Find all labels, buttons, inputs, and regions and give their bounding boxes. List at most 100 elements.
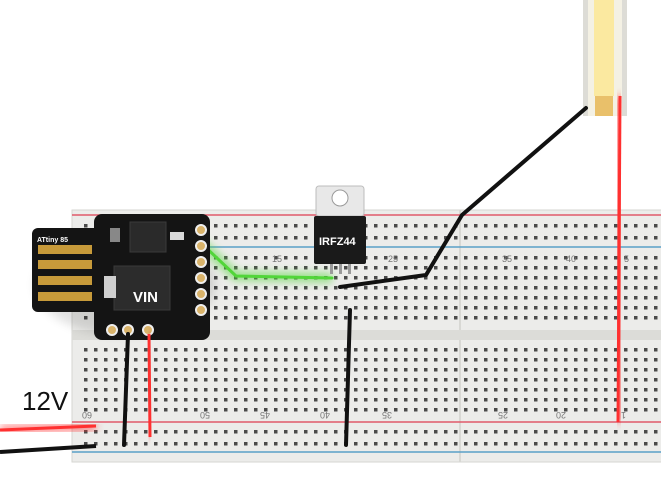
breadboard-hole xyxy=(544,408,548,412)
breadboard-hole xyxy=(644,224,648,228)
breadboard-hole xyxy=(534,348,538,352)
breadboard-hole xyxy=(304,378,308,382)
breadboard-hole xyxy=(454,316,458,320)
breadboard-hole xyxy=(474,266,478,270)
breadboard-hole xyxy=(634,408,638,412)
breadboard-hole xyxy=(394,266,398,270)
breadboard-hole xyxy=(104,358,108,362)
breadboard-hole xyxy=(554,442,558,446)
breadboard-hole xyxy=(84,358,88,362)
breadboard-hole xyxy=(634,398,638,402)
breadboard-hole xyxy=(264,236,268,240)
breadboard-hole xyxy=(314,316,318,320)
breadboard-hole xyxy=(154,398,158,402)
breadboard-hole xyxy=(224,358,228,362)
breadboard-hole xyxy=(594,256,598,260)
breadboard-hole xyxy=(304,256,308,260)
breadboard-hole xyxy=(244,236,248,240)
breadboard-hole xyxy=(224,442,228,446)
breadboard-hole xyxy=(244,430,248,434)
breadboard-hole xyxy=(644,430,648,434)
breadboard-hole xyxy=(534,286,538,290)
breadboard-hole xyxy=(434,306,438,310)
breadboard-hole xyxy=(94,368,98,372)
breadboard-hole xyxy=(104,430,108,434)
breadboard-hole xyxy=(324,316,328,320)
column-number: 40 xyxy=(320,410,330,420)
breadboard-hole xyxy=(154,368,158,372)
breadboard-hole xyxy=(594,306,598,310)
breadboard-hole xyxy=(324,388,328,392)
breadboard-hole xyxy=(484,408,488,412)
breadboard-hole xyxy=(364,286,368,290)
breadboard-hole xyxy=(494,224,498,228)
breadboard-hole xyxy=(254,378,258,382)
column-number: 45 xyxy=(260,410,270,420)
breadboard-hole xyxy=(374,358,378,362)
breadboard-hole xyxy=(594,442,598,446)
breadboard-hole xyxy=(134,368,138,372)
breadboard-hole xyxy=(304,236,308,240)
breadboard-hole xyxy=(454,236,458,240)
usb-contact xyxy=(38,245,92,254)
breadboard-hole xyxy=(554,368,558,372)
breadboard-hole xyxy=(84,388,88,392)
breadboard-hole xyxy=(444,388,448,392)
breadboard-hole xyxy=(494,316,498,320)
breadboard-hole xyxy=(394,378,398,382)
column-number: 60 xyxy=(82,410,92,420)
breadboard-hole xyxy=(534,398,538,402)
breadboard-hole xyxy=(234,408,238,412)
breadboard-hole xyxy=(634,256,638,260)
breadboard-hole xyxy=(414,256,418,260)
breadboard-hole xyxy=(424,398,428,402)
breadboard-hole xyxy=(334,266,338,270)
breadboard-hole xyxy=(324,398,328,402)
breadboard-hole xyxy=(354,388,358,392)
breadboard-hole xyxy=(94,388,98,392)
breadboard-hole xyxy=(504,408,508,412)
breadboard-hole xyxy=(354,442,358,446)
breadboard-hole xyxy=(194,398,198,402)
breadboard-hole xyxy=(514,388,518,392)
breadboard-hole xyxy=(494,430,498,434)
breadboard-hole xyxy=(444,224,448,228)
breadboard-hole xyxy=(234,224,238,228)
breadboard-hole xyxy=(594,358,598,362)
breadboard-hole xyxy=(424,378,428,382)
breadboard-hole xyxy=(454,358,458,362)
breadboard-hole xyxy=(464,368,468,372)
breadboard-hole xyxy=(384,296,388,300)
breadboard-hole xyxy=(514,236,518,240)
breadboard-hole xyxy=(324,296,328,300)
breadboard-hole xyxy=(264,256,268,260)
breadboard-hole xyxy=(434,398,438,402)
breadboard-hole xyxy=(484,266,488,270)
breadboard-hole xyxy=(484,306,488,310)
breadboard-hole xyxy=(274,368,278,372)
breadboard-hole xyxy=(114,430,118,434)
breadboard-hole xyxy=(434,368,438,372)
breadboard-hole xyxy=(214,286,218,290)
breadboard-hole xyxy=(624,442,628,446)
breadboard-hole xyxy=(234,442,238,446)
breadboard-hole xyxy=(484,224,488,228)
breadboard-hole xyxy=(274,306,278,310)
breadboard-hole xyxy=(554,276,558,280)
breadboard-hole xyxy=(314,442,318,446)
breadboard-hole xyxy=(634,266,638,270)
breadboard-hole xyxy=(474,430,478,434)
breadboard-hole xyxy=(174,442,178,446)
breadboard-hole xyxy=(554,236,558,240)
breadboard-hole xyxy=(204,430,208,434)
breadboard-hole xyxy=(584,398,588,402)
breadboard-hole xyxy=(374,296,378,300)
digispark-board xyxy=(32,214,210,340)
breadboard-hole xyxy=(584,348,588,352)
breadboard-hole xyxy=(384,224,388,228)
breadboard-hole xyxy=(264,378,268,382)
breadboard-hole xyxy=(584,408,588,412)
breadboard-hole xyxy=(264,286,268,290)
breadboard-hole xyxy=(294,286,298,290)
wire-red-supply xyxy=(0,424,97,432)
